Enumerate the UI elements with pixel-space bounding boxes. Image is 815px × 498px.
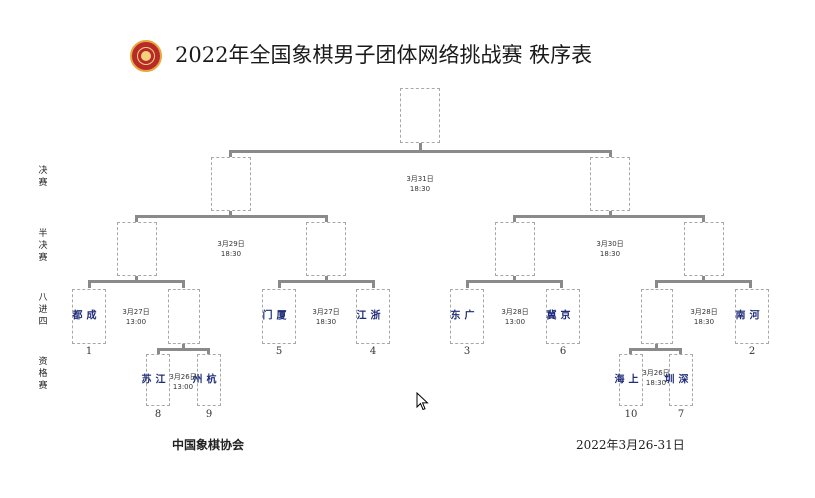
team-box-henan: 河南	[733, 289, 769, 344]
bracket-line	[325, 215, 328, 223]
final-slot-right	[590, 157, 630, 211]
bracket-line	[88, 280, 185, 283]
team-box-shanghai: 上海	[612, 354, 643, 406]
team-box-jingji: 京冀	[544, 289, 580, 344]
match-time-final: 3月31日 18:30	[406, 175, 434, 193]
bracket-line	[629, 348, 632, 355]
match-time-semi-right: 3月30日 18:30	[596, 240, 624, 258]
bracket-line	[229, 150, 612, 153]
seed-number: 6	[559, 346, 567, 357]
bracket-line	[513, 215, 705, 218]
event-dates: 2022年3月26-31日	[576, 438, 685, 452]
match-time-qf1: 3月27日 13:00	[122, 308, 150, 326]
team-box-jiangsu: 江苏	[139, 354, 170, 406]
bracket-line	[609, 150, 612, 158]
mouse-pointer-icon	[416, 392, 429, 411]
bracket-line	[157, 348, 160, 355]
team-box-chengdu: 成都	[70, 289, 106, 344]
bracket-line	[513, 276, 516, 283]
semi-slot-4	[684, 222, 724, 276]
semi-slot-1	[117, 222, 157, 276]
match-time-qualifier-left: 3月26日 13:00	[169, 373, 197, 391]
bracket-line	[372, 280, 375, 288]
match-time-qualifier-right: 3月26日 18:30	[642, 369, 670, 387]
bracket-line	[655, 280, 658, 288]
seed-number: 3	[463, 346, 471, 357]
bracket-line	[679, 348, 682, 355]
team-box-hangzhou: 杭州	[190, 354, 221, 406]
bracket-line	[157, 348, 210, 351]
bracket-line	[278, 280, 375, 283]
seed-number: 10	[624, 409, 638, 420]
seed-number: 5	[275, 346, 283, 357]
bracket-line	[325, 276, 328, 283]
team-name: 厦门	[260, 309, 285, 324]
team-name: 江苏	[139, 373, 164, 387]
bracket-line	[466, 280, 469, 288]
seed-number: 8	[154, 409, 162, 420]
bracket-line	[278, 280, 281, 288]
bracket-line	[419, 143, 422, 152]
bracket-line	[88, 280, 91, 288]
round-label-quarter: 八进四	[38, 293, 48, 327]
bracket-line	[655, 280, 752, 283]
logo-inner-ring	[137, 47, 155, 65]
bracket-line	[466, 280, 563, 283]
team-name: 河南	[733, 309, 758, 324]
seed-number: 7	[677, 409, 685, 420]
team-box-guangdong: 广东	[448, 289, 484, 344]
seed-number: 2	[748, 346, 756, 357]
team-box-shenzhen: 深圳	[662, 354, 693, 406]
organizer-label: 中国象棋协会	[172, 438, 245, 452]
bracket-line	[749, 280, 752, 288]
team-box-zhejiang: 浙江	[354, 289, 390, 344]
round-label-semi: 半决赛	[38, 229, 48, 263]
bracket-line	[135, 215, 138, 223]
bracket-line	[560, 280, 563, 288]
team-name: 成都	[70, 309, 95, 324]
bracket-line	[135, 276, 138, 283]
semi-slot-2	[306, 222, 346, 276]
semi-slot-3	[495, 222, 535, 276]
bracket-line	[207, 348, 210, 355]
quarter-slot-qualifier-right	[641, 289, 673, 344]
match-time-qf2: 3月27日 18:30	[312, 308, 340, 326]
bracket-line	[513, 215, 516, 223]
team-box-xiamen: 厦门	[260, 289, 296, 344]
team-name: 杭州	[190, 373, 215, 387]
team-name: 京冀	[544, 309, 569, 324]
team-name: 上海	[612, 373, 637, 387]
bracket-line	[182, 280, 185, 288]
bracket-line	[182, 344, 185, 351]
team-name: 浙江	[354, 309, 379, 324]
match-time-qf3: 3月28日 13:00	[501, 308, 529, 326]
logo-center	[141, 51, 151, 61]
association-logo	[130, 40, 162, 72]
final-slot-left	[211, 157, 251, 211]
team-name: 广东	[448, 309, 473, 324]
quarter-slot-qualifier-left	[168, 289, 200, 344]
page-title: 2022年全国象棋男子团体网络挑战赛 秩序表	[175, 43, 593, 67]
match-time-semi-left: 3月29日 18:30	[217, 240, 245, 258]
match-time-qf4: 3月28日 18:30	[690, 308, 718, 326]
round-label-final: 决赛	[38, 166, 48, 188]
round-label-qualifier: 资格赛	[38, 357, 48, 391]
team-name: 深圳	[662, 373, 687, 387]
seed-number: 9	[205, 409, 213, 420]
bracket-line	[135, 215, 328, 218]
seed-number: 1	[85, 346, 93, 357]
bracket-line	[229, 150, 232, 158]
bracket-line	[609, 211, 612, 218]
seed-number: 4	[369, 346, 377, 357]
bracket-line	[229, 211, 232, 218]
bracket-line	[702, 215, 705, 223]
champion-slot	[400, 88, 440, 143]
bracket-line	[702, 276, 705, 283]
bracket-line	[629, 348, 682, 351]
bracket-line	[655, 344, 658, 351]
